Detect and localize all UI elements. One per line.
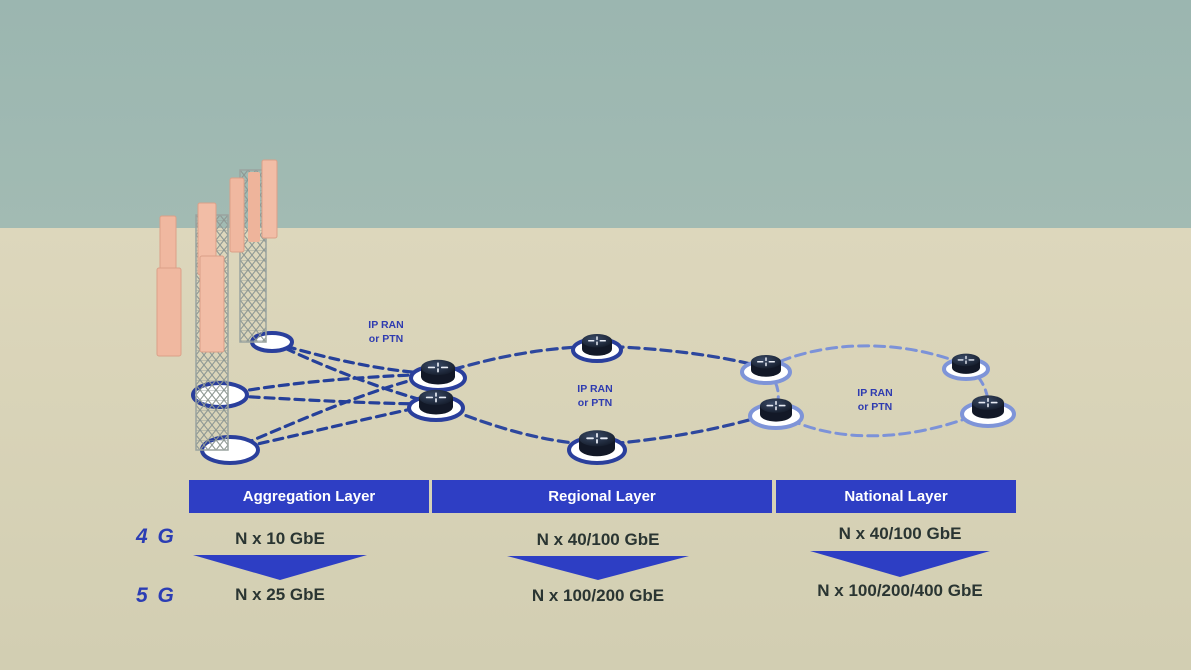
cell-tower-icon [229,159,278,343]
ring-label-line: IP RAN [857,387,893,399]
regional-4g-speed: N x 40/100 GbE [536,530,660,549]
ring-label-national: IP RAN or PTN [845,386,905,414]
ring-label-regional: IP RAN or PTN [565,382,625,410]
down-arrow-icon [193,555,367,580]
national-4g-speed: N x 40/100 GbE [838,524,962,543]
router-icon [952,353,980,374]
ring-label-line: IP RAN [368,319,404,331]
ring-label-line: IP RAN [577,383,613,395]
down-arrow-icon [810,551,990,577]
router-icon [421,359,455,385]
cell-tower-icon [156,202,229,451]
aggregation-4g-speed: N x 10 GbE [235,529,325,548]
router-icon [582,334,612,356]
router-icon [579,430,615,457]
router-icon [751,355,781,377]
generation-5g-label: 5 G [136,584,176,607]
national-5g-speed: N x 100/200/400 GbE [817,581,983,600]
down-arrow-icon [507,556,689,580]
router-icon [760,398,792,422]
ring-label-line: or PTN [857,401,893,413]
regional-5g-speed: N x 100/200 GbE [531,586,665,605]
aggregation-5g-speed: N x 25 GbE [235,585,325,604]
routers [419,334,1004,457]
sky-background [0,0,1191,228]
aggregation-layer-header: Aggregation Layer [189,480,429,513]
generation-4g-label: 4 G [136,525,176,548]
ring-label-line: or PTN [368,333,404,345]
router-icon [419,389,453,415]
ring-label-aggregation: IP RAN or PTN [356,318,416,346]
router-icon [972,395,1004,419]
ring-label-line: or PTN [577,397,613,409]
regional-layer-header: Regional Layer [432,480,772,513]
national-layer-header: National Layer [776,480,1016,513]
